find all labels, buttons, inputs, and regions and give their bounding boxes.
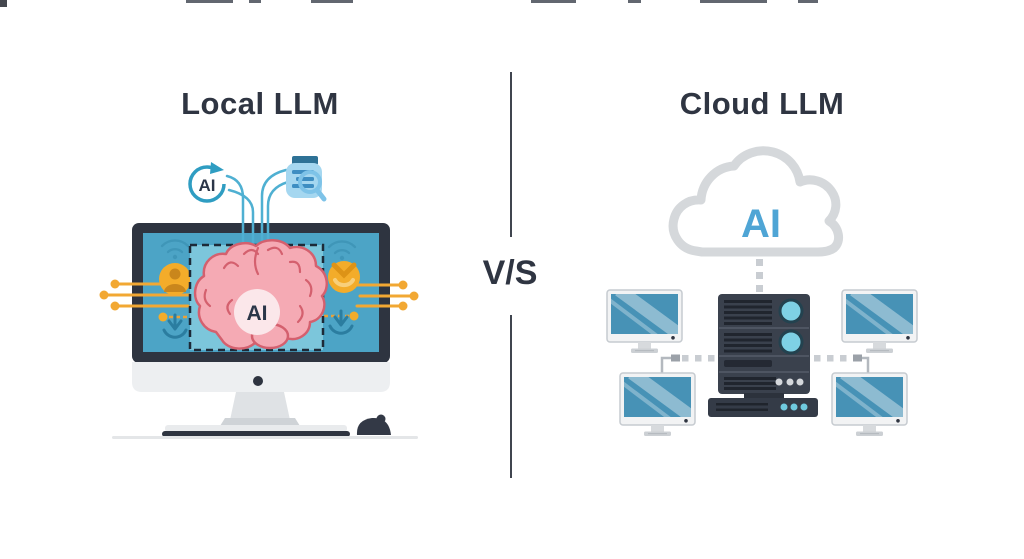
local-llm-illustration: AI: [99, 156, 419, 439]
wifi-icon-right: [327, 240, 357, 261]
document-scan-icon: [286, 156, 327, 202]
dashed-link-right: [324, 311, 359, 321]
desk-shadow: [112, 436, 418, 439]
crop-artifact: [249, 0, 261, 3]
crop-artifact: [798, 0, 818, 3]
local-llm-title: Local LLM: [181, 86, 339, 121]
vs-label: V/S: [482, 254, 538, 292]
download-icon-left: [162, 313, 188, 339]
crop-artifact: [628, 0, 641, 3]
cloud-llm-illustration: AI: [607, 146, 918, 436]
ai-badge-label: AI: [199, 176, 216, 195]
cloud-icon: AI: [668, 146, 844, 257]
crop-artifact: [311, 0, 353, 3]
dashed-link-left: [158, 312, 190, 322]
brain-icon: AI: [193, 239, 329, 350]
divider-line-bottom: [510, 315, 512, 478]
dotted-connector-right: [814, 354, 870, 373]
cloud-llm-title: Cloud LLM: [679, 86, 845, 121]
monitor-top-left: [607, 290, 683, 353]
circuit-node-dots-right: [398, 280, 419, 311]
divider-line-top: [510, 72, 512, 237]
connection-lines: [225, 168, 290, 248]
monitor-camera-dot: [253, 376, 263, 386]
crop-artifact: [700, 0, 767, 3]
crop-artifact: [531, 0, 576, 3]
monitor-bottom-left: [620, 373, 696, 436]
circuit-trace-right-icon: [355, 283, 413, 308]
mouse-icon: [356, 414, 391, 435]
monitor-bottom-right: [832, 373, 908, 436]
brain-ai-label: AI: [247, 302, 268, 325]
badge-user-icon: [328, 261, 360, 293]
circuit-node-dots-left: [99, 279, 120, 311]
dotted-link-vertical: [756, 259, 763, 292]
wifi-icon-left: [160, 239, 190, 260]
server-rack-icon: [708, 294, 818, 417]
monitor-top-right: [842, 290, 918, 353]
ai-refresh-badge-icon: AI: [188, 162, 226, 203]
crop-artifact: [186, 0, 233, 3]
cloud-ai-label: AI: [741, 202, 781, 246]
dotted-connector-left: [660, 354, 715, 373]
crop-artifact: [0, 0, 7, 7]
download-icon-right: [328, 309, 354, 335]
user-avatar-icon: [159, 263, 191, 295]
